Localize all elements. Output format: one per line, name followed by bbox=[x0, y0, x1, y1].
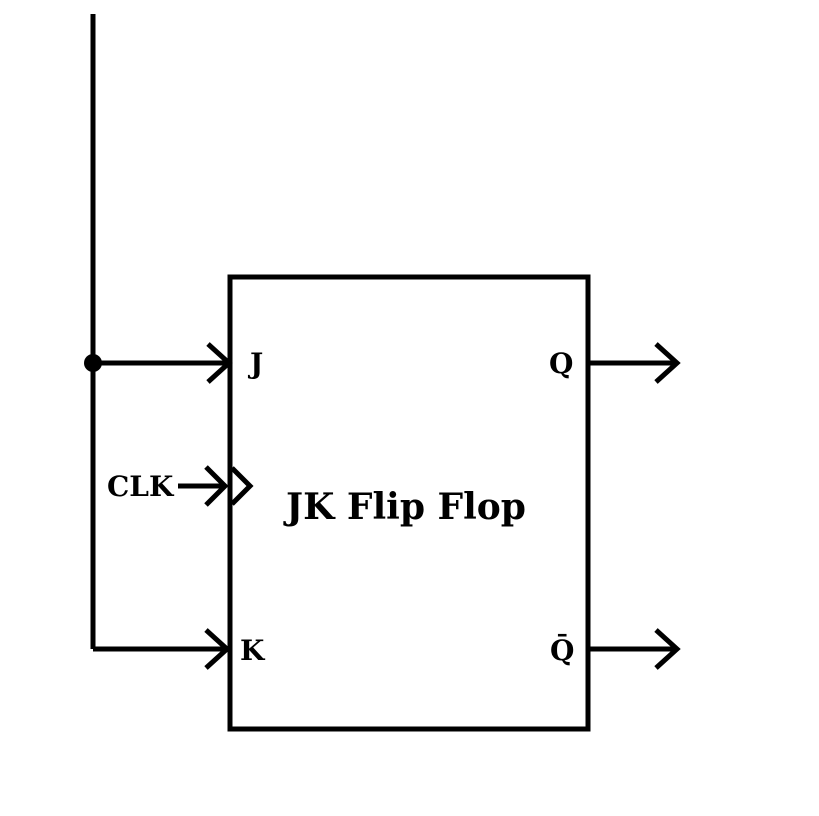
k-input-arrowhead bbox=[204, 628, 231, 670]
q-bar-label: Q̄ bbox=[550, 633, 574, 667]
block-title: JK Flip Flop bbox=[283, 486, 526, 528]
flip-flop-block bbox=[227, 274, 591, 732]
k-label: K bbox=[240, 634, 266, 667]
j-input-arrowhead bbox=[206, 342, 233, 384]
clk-input-arrowhead bbox=[204, 465, 229, 507]
clock-edge-indicator bbox=[230, 466, 254, 506]
q-output-arrowhead bbox=[654, 342, 681, 384]
q-label: Q bbox=[549, 347, 573, 380]
q-bar-output-arrowhead bbox=[654, 628, 681, 670]
clk-label: CLK bbox=[107, 470, 175, 503]
j-label: J bbox=[247, 347, 263, 380]
